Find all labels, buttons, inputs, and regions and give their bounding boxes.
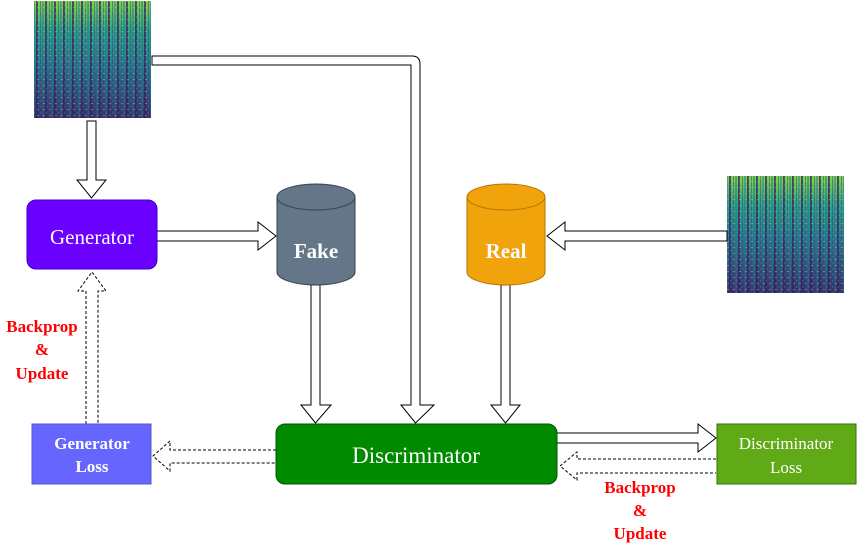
- real-label: Real: [486, 239, 527, 263]
- real-spectrogram: [727, 176, 844, 293]
- right-backprop-line3: Update: [614, 524, 667, 543]
- fake-node: Fake: [276, 183, 356, 286]
- fake-to-discriminator-arrow: [299, 284, 333, 424]
- discriminator-loss-node: Discriminator Loss: [716, 423, 857, 485]
- right-backprop-line1: Backprop: [604, 478, 676, 497]
- generator-loss-line1: Generator: [54, 434, 130, 453]
- discriminator-to-generator-loss-arrow: [152, 439, 276, 473]
- discriminator-to-loss-arrow: [556, 422, 717, 454]
- real-node: Real: [466, 183, 546, 286]
- real-data-to-real-arrow: [546, 220, 728, 252]
- left-backprop-line2: &: [35, 340, 49, 359]
- generator-label: Generator: [50, 225, 134, 249]
- input-to-generator-arrow: [75, 120, 108, 199]
- discriminator-label: Discriminator: [352, 443, 480, 468]
- real-to-discriminator-arrow: [489, 284, 522, 424]
- discriminator-loss-line2: Loss: [770, 458, 802, 477]
- generator-to-fake-arrow: [156, 220, 277, 252]
- discriminator-backprop-annotation: Backprop & Update: [604, 478, 676, 543]
- generator-node: Generator: [26, 199, 158, 270]
- generator-backprop-annotation: Backprop & Update: [6, 317, 78, 383]
- discriminator-loss-line1: Discriminator: [739, 434, 834, 453]
- left-backprop-line3: Update: [16, 364, 69, 383]
- input-to-discriminator-arrow: [151, 55, 436, 424]
- generator-loss-node: Generator Loss: [31, 423, 152, 485]
- left-backprop-line1: Backprop: [6, 317, 78, 336]
- input-spectrogram: [34, 1, 151, 118]
- generator-loss-line2: Loss: [75, 457, 108, 476]
- fake-label: Fake: [294, 239, 338, 263]
- discriminator-node: Discriminator: [275, 423, 558, 485]
- generator-backprop-arrow: [77, 271, 107, 424]
- right-backprop-line2: &: [633, 501, 647, 520]
- discriminator-backprop-arrow: [559, 450, 716, 482]
